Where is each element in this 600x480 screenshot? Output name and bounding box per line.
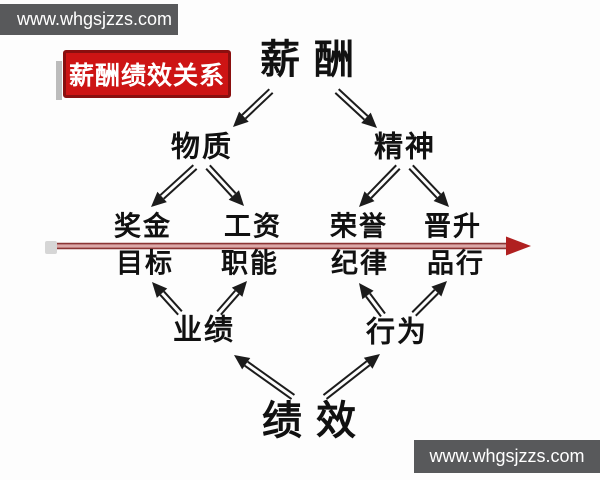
arrow-spirit-honor [359,164,401,207]
node-material: 物质 [170,131,234,164]
node-goal: 目标 [116,248,174,279]
legend-box: 薪酬绩效关系 [63,50,231,98]
node-spirit: 精神 [373,131,437,164]
node-function: 职能 [221,248,279,279]
arrow-achievement-goal [152,282,183,316]
axis-arrowhead [506,236,531,256]
node-bonus: 奖金 [114,211,172,242]
arrow-salary-material [233,88,274,127]
node-wage: 工资 [224,211,282,242]
scan-artifact-strip [56,61,62,100]
arrow-behavior-conduct [411,281,447,317]
node-salary: 薪 酬 [260,37,356,82]
arrow-behavior-discipline [359,283,386,318]
node-honor: 荣誉 [330,211,388,242]
node-performance: 绩 效 [262,398,358,443]
arrow-performance-achievement [234,355,296,400]
node-behavior: 行为 [365,316,429,349]
node-conduct: 品行 [427,248,485,279]
node-promotion: 晋升 [424,211,482,242]
watermark-bottom: www.whgsjzzs.com [414,440,600,473]
watermark-top: www.whgsjzzs.com [0,4,178,35]
arrow-material-wage [205,164,244,206]
arrow-material-bonus [151,164,198,207]
scan-artifact-blob [45,241,57,254]
arrow-salary-spirit [334,88,377,128]
node-achievement: 业绩 [172,314,236,347]
arrow-performance-behavior [322,354,380,400]
arrow-spirit-promotion [408,164,449,207]
node-discipline: 纪律 [331,248,389,279]
arrow-achievement-function [216,281,247,316]
